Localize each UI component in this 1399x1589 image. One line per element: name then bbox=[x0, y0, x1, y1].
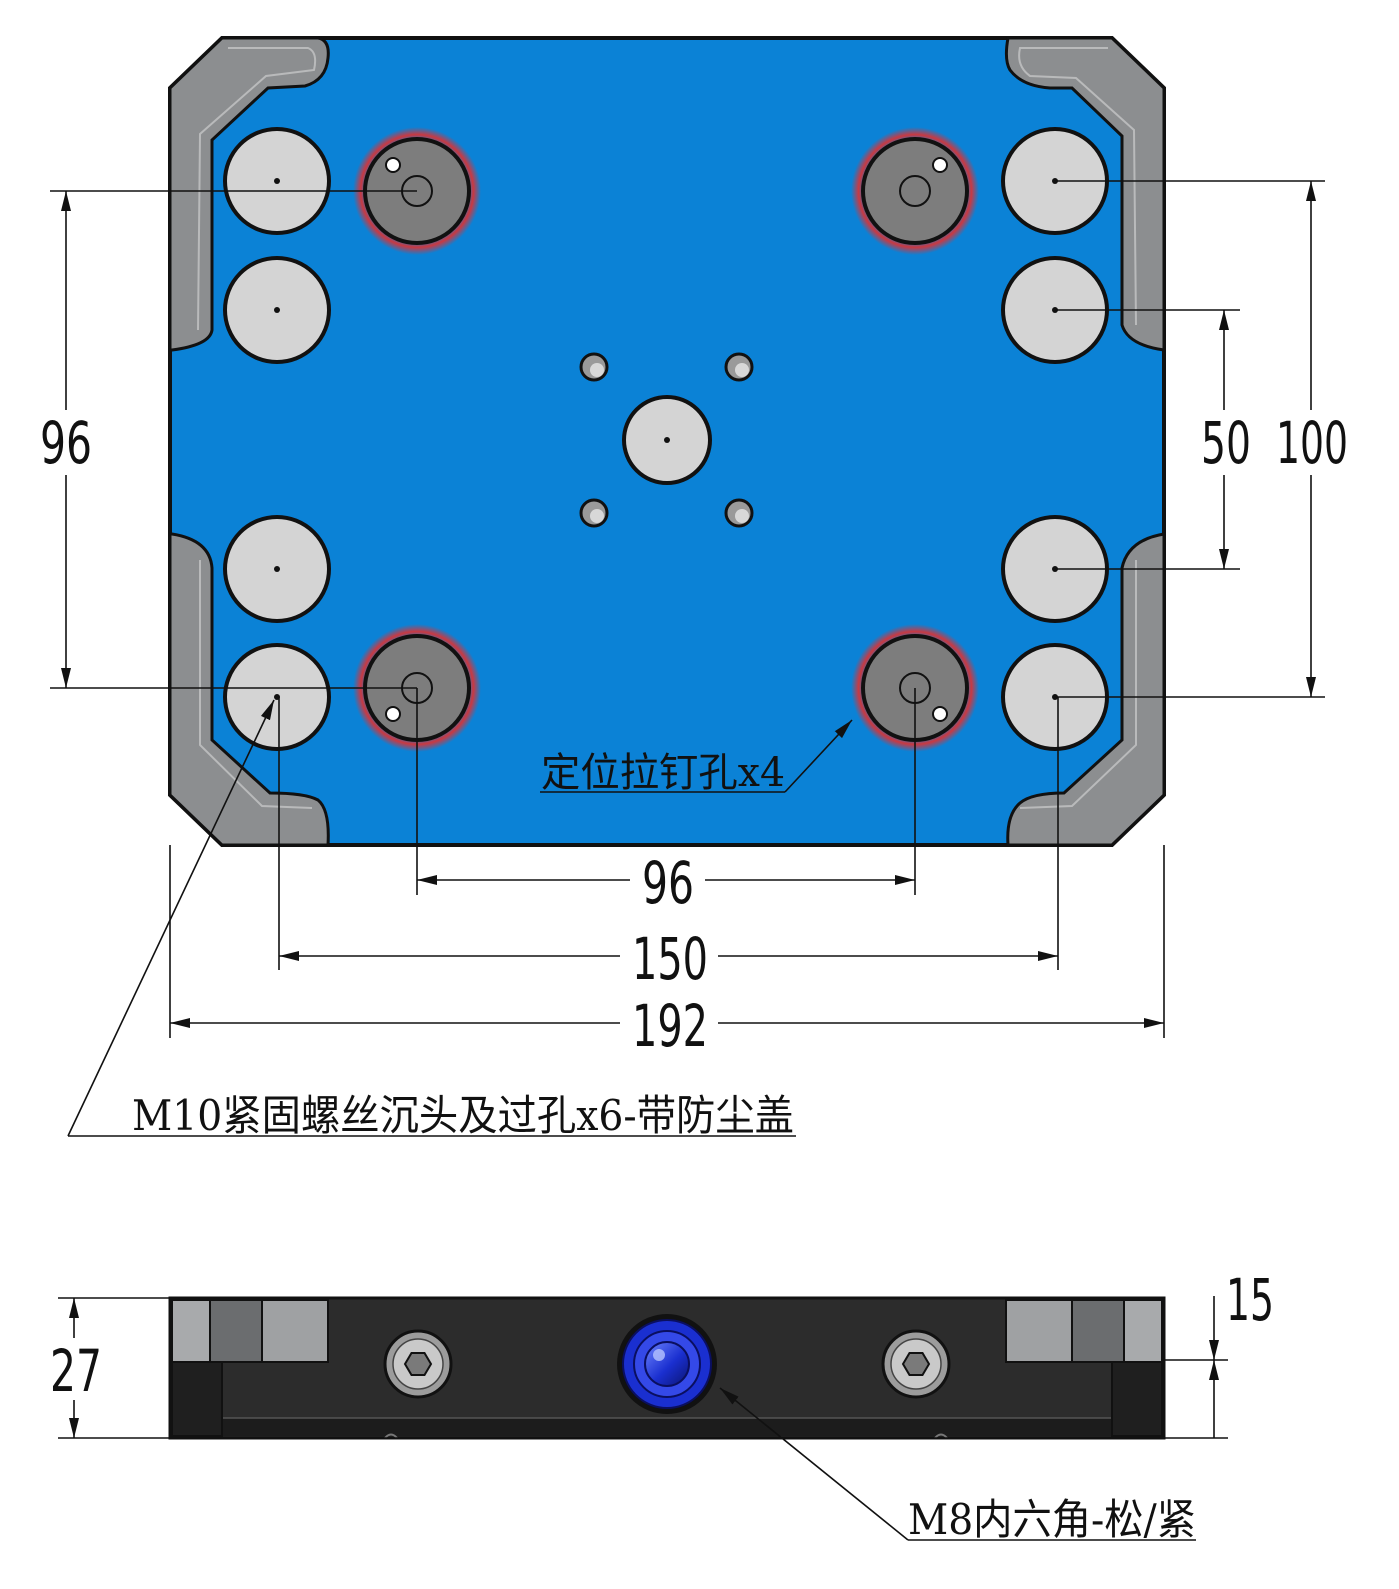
dim-bottom-96: 96 bbox=[642, 849, 694, 917]
corner-piece-top-right bbox=[1004, 36, 1166, 352]
corner-piece-top-left bbox=[168, 36, 330, 352]
side-corner-pieces bbox=[171, 1299, 1163, 1363]
dim-left-96: 96 bbox=[40, 409, 92, 477]
callout-m8-hex: M8内六角-松/紧 bbox=[908, 1495, 1196, 1544]
corner-highlights bbox=[197, 47, 1137, 809]
small-hole bbox=[579, 498, 609, 528]
small-hole bbox=[579, 352, 609, 382]
callout-locating-holes: 定位拉钉孔x4 bbox=[541, 750, 785, 796]
dim-height-27: 27 bbox=[50, 1337, 102, 1405]
callout-m10-holes: M10紧固螺丝沉头及过孔x6-带防尘盖 bbox=[132, 1091, 794, 1140]
m10-boss bbox=[223, 127, 331, 235]
hex-screw bbox=[881, 1329, 951, 1399]
side-view: 27 15 M8内六角-松/紧 bbox=[50, 1266, 1274, 1544]
dimension-lines-side bbox=[58, 1296, 1228, 1541]
m8-bolt-icon bbox=[617, 1314, 717, 1414]
corner-piece-bottom-right bbox=[1006, 532, 1166, 847]
m10-boss bbox=[223, 515, 331, 623]
corner-pieces bbox=[168, 36, 1166, 847]
dim-bottom-192: 192 bbox=[632, 992, 708, 1060]
m10-boss bbox=[223, 256, 331, 364]
dim-right-100: 100 bbox=[1276, 409, 1348, 477]
dim-height-15: 15 bbox=[1226, 1266, 1274, 1334]
dim-bottom-150: 150 bbox=[632, 925, 708, 993]
top-view: 96 50 100 96 150 192 定位拉钉孔x4 M10紧固螺丝沉头及过… bbox=[40, 36, 1348, 1140]
small-hole bbox=[724, 498, 754, 528]
dim-right-50: 50 bbox=[1201, 409, 1251, 477]
corner-piece-bottom-left bbox=[168, 532, 330, 847]
hex-screw bbox=[383, 1329, 453, 1399]
pull-stud-hole bbox=[851, 127, 979, 255]
m10-boss bbox=[223, 643, 331, 751]
center-holes bbox=[579, 352, 754, 528]
dimension-lines-top bbox=[50, 180, 1325, 1137]
small-hole bbox=[724, 352, 754, 382]
